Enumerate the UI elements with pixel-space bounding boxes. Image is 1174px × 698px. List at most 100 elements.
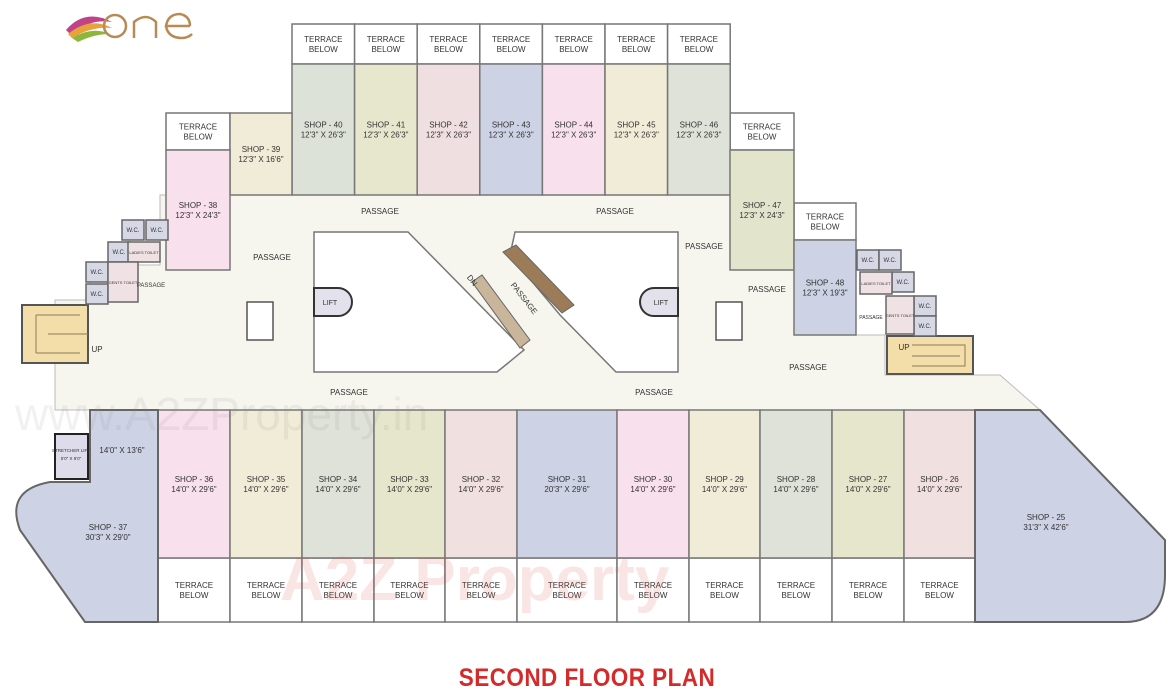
wc: W.C. [878,249,902,271]
wc-label: W.C. [113,250,126,256]
shop-size: 14'0" X 29'6" [315,485,360,494]
terrace-label: TERRACE [390,581,428,590]
shop-name: SHOP - 33 [390,475,429,484]
shop-size: 12'3" X 26'3" [551,131,596,140]
svg-text:UP: UP [898,343,909,352]
svg-text:UP: UP [91,345,102,354]
terrace-label: TERRACE [634,581,672,590]
terrace-label: TERRACE [680,35,718,44]
shop-size: 20'3" X 29'6" [544,485,589,494]
shop-size: 14'0" X 29'6" [702,485,747,494]
passage-label: PASSAGE [748,285,786,294]
staircase-right: UP [886,335,974,375]
shop-name: SHOP - 38 [179,201,218,210]
shop-size: 12'3" X 26'3" [676,131,721,140]
terrace-label: TERRACE [617,35,655,44]
terrace-label: TERRACE [849,581,887,590]
wc-label: W.C. [919,304,932,310]
shaft-left [246,301,274,341]
shop-size: 12'3" X 24'3" [175,211,220,220]
shop-37-extra-size: 14'0" X 13'6" [99,446,144,455]
shop-size: 14'0" X 29'6" [243,485,288,494]
terrace-label: BELOW [371,45,400,54]
shop-name: SHOP - 36 [175,475,214,484]
wc: W.C. [121,219,145,241]
lift-left: LIFT [313,287,353,317]
terrace-label: TERRACE [367,35,405,44]
terrace-label: BELOW [639,591,668,600]
terrace-label: TERRACE [777,581,815,590]
wc: W.C. [913,315,937,337]
plan-title: SECOND FLOOR PLAN [458,664,716,692]
svg-text:STRETCHER LIFT: STRETCHER LIFT [52,448,90,453]
passage-label: PASSAGE [137,283,165,289]
wc: W.C. [85,283,109,305]
ladies-toilet: LADIES TOILET [859,271,893,295]
ladies-toilet-label: LADIES TOILET [861,281,891,286]
wc-label: W.C. [91,270,104,276]
terrace-label: BELOW [252,591,281,600]
terrace-label: BELOW [180,591,209,600]
terrace-label: TERRACE [304,35,342,44]
terrace-label: TERRACE [705,581,743,590]
svg-text:LIFT: LIFT [654,300,669,307]
atrium-left [313,231,526,373]
shop-name: SHOP - 48 [806,279,845,288]
terrace-label: BELOW [553,591,582,600]
watermark-logo: A2Z Property [280,545,670,614]
shop-size: 31'3" X 42'6" [1023,523,1068,532]
wc: W.C. [145,219,169,241]
wc: W.C. [913,295,937,317]
terrace-label: BELOW [497,45,526,54]
shop-name: SHOP - 46 [680,121,719,130]
shaft-right [715,301,743,341]
shop-name: SHOP - 30 [634,475,673,484]
terrace-label: TERRACE [806,213,844,222]
wc-label: W.C. [897,280,910,286]
terrace-label: BELOW [710,591,739,600]
shop-name: SHOP - 28 [777,475,816,484]
shop-name: SHOP - 41 [367,121,406,130]
shop-name: SHOP - 44 [554,121,593,130]
shop-name: SHOP - 47 [743,201,782,210]
shop-name: SHOP - 35 [247,475,286,484]
shop-name: SHOP - 34 [319,475,358,484]
terrace-label: TERRACE [429,35,467,44]
shop-size: 14'0" X 29'6" [630,485,675,494]
passage-label: PASSAGE [361,207,399,216]
terrace-label: TERRACE [175,581,213,590]
